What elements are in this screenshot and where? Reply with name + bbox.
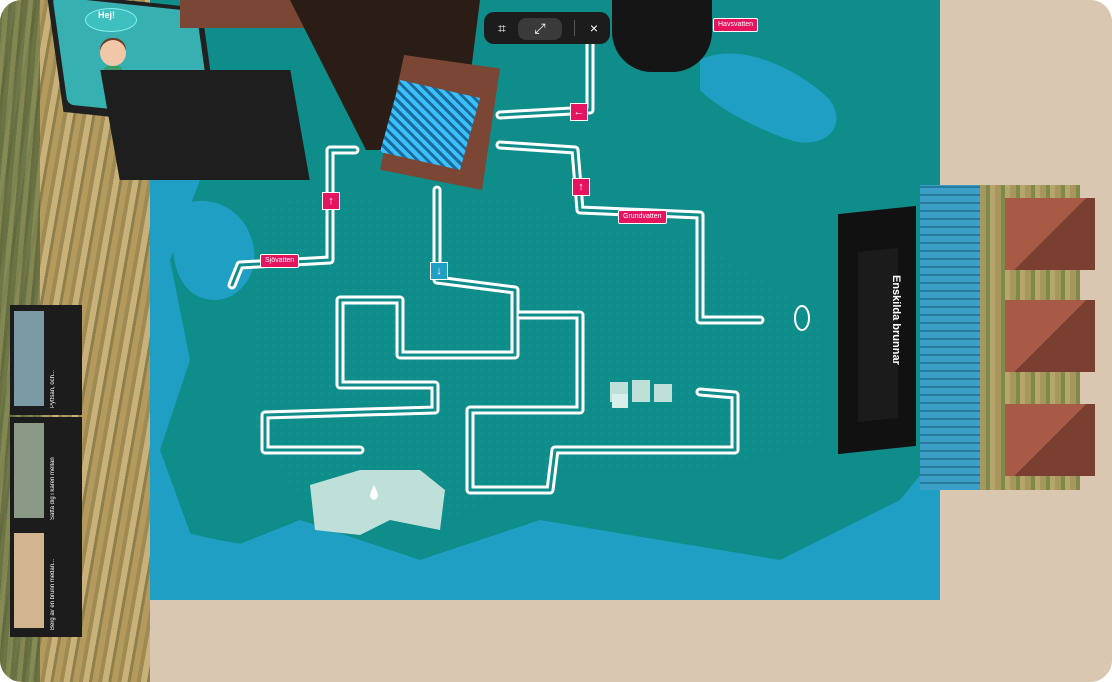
photo-panel-strip: Pyttsan, och... Sätta dig i karen mellan… bbox=[6, 305, 82, 682]
water-treatment-plant bbox=[310, 470, 445, 535]
flow-arrow-left-icon: ← bbox=[570, 103, 588, 121]
shadow-block bbox=[100, 70, 310, 180]
sign-title: Enskilda brunnar bbox=[890, 275, 902, 365]
photo-panel-1: Pyttsan, och... bbox=[10, 305, 82, 415]
photo-3 bbox=[14, 533, 44, 628]
photo-panel-2: Sätta dig i karen mellan bbox=[10, 417, 82, 527]
photo-2 bbox=[14, 423, 44, 518]
land-dots bbox=[250, 196, 820, 520]
expand-icon[interactable]: ⤢ bbox=[534, 20, 546, 36]
photo-caption-1: Pyttsan, och... bbox=[50, 369, 56, 408]
flow-arrow-up-icon: ↑ bbox=[572, 178, 590, 196]
label-havsvatten: Havsvatten bbox=[713, 18, 759, 32]
character-face bbox=[100, 40, 126, 66]
black-pipe bbox=[612, 0, 712, 72]
expand-pill[interactable] bbox=[518, 18, 562, 40]
toolbar-separator bbox=[574, 20, 575, 36]
photo-caption-2: Sätta dig i karen mellan bbox=[50, 457, 56, 520]
well-ring bbox=[794, 305, 810, 331]
kiosk-greeting: Hej! bbox=[98, 10, 116, 20]
water-drop bbox=[370, 485, 378, 500]
crop-icon[interactable]: ⌗ bbox=[498, 20, 506, 36]
label-grundvatten: Grundvatten bbox=[618, 210, 667, 224]
roof-block-1 bbox=[1005, 198, 1095, 270]
roof-block-3 bbox=[1005, 404, 1095, 476]
sand-bottom bbox=[150, 600, 990, 682]
photo-panel-3: Berg av en brunn medan... bbox=[10, 527, 82, 637]
label-sjovatten: Sjövatten bbox=[260, 254, 300, 268]
photo-caption-3: Berg av en brunn medan... bbox=[50, 558, 56, 630]
close-icon[interactable]: × bbox=[589, 20, 599, 36]
city-buildings bbox=[610, 380, 672, 408]
photo-1 bbox=[14, 311, 44, 406]
roof-block-2 bbox=[1005, 300, 1095, 372]
speech-bubble bbox=[85, 8, 137, 32]
tower-vents bbox=[380, 80, 480, 170]
flow-arrow-up-icon: ↑ bbox=[322, 192, 340, 210]
flow-arrow-down-icon: ↓ bbox=[430, 262, 448, 280]
lake-top bbox=[700, 53, 837, 143]
